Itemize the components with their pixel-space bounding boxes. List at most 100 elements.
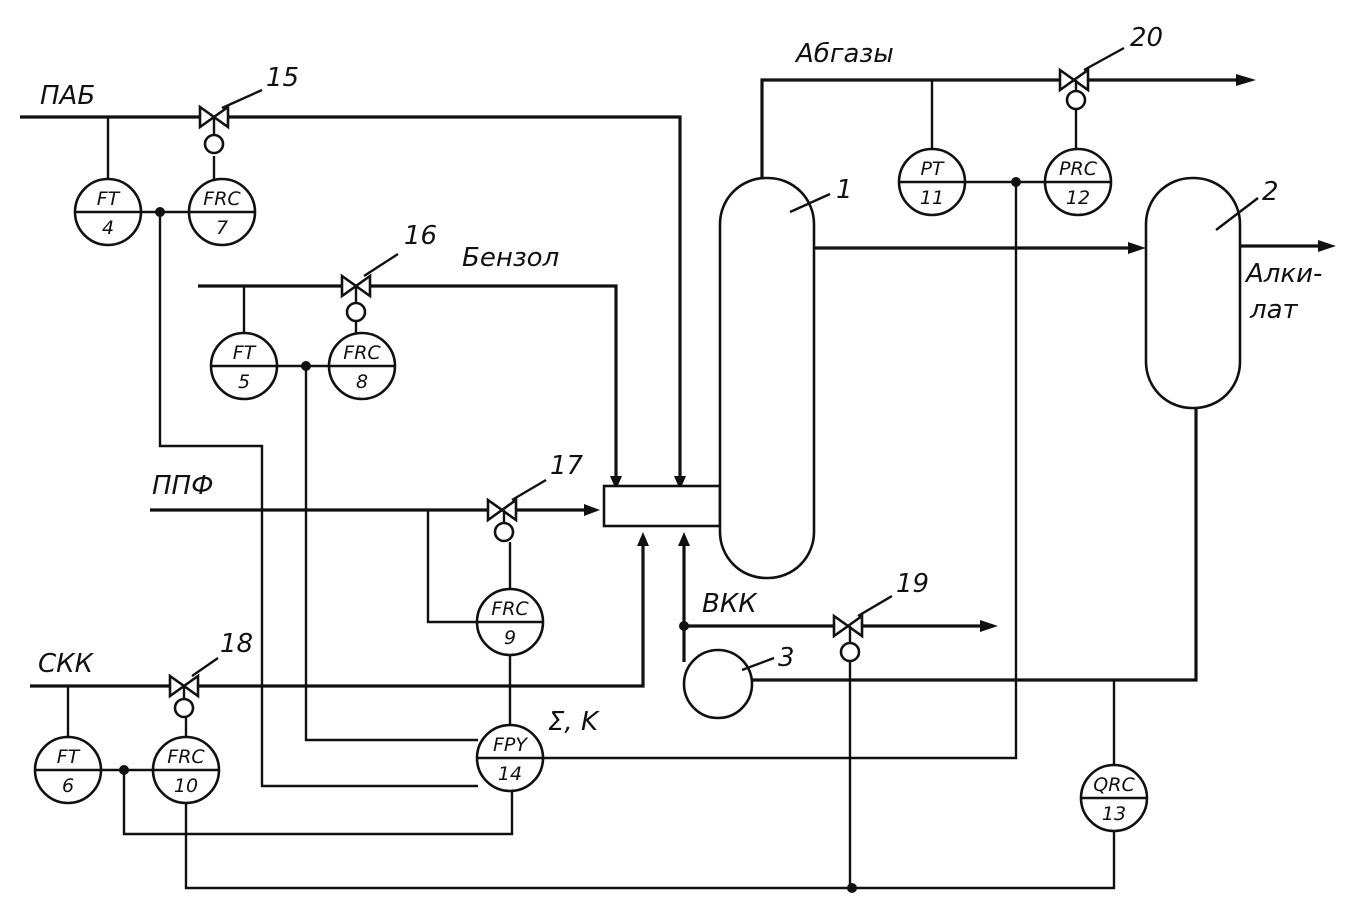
instrument-tag: FT xyxy=(233,342,257,364)
valves xyxy=(168,46,1125,719)
instruments: FT 4 FRC 7 FT 5 FRC 8 FRC 9 xyxy=(33,147,1149,833)
stream-label-ppf: ППФ xyxy=(152,471,213,501)
instrument-number: 14 xyxy=(498,763,522,785)
instrument-number: 6 xyxy=(62,775,74,797)
instrument-number: 9 xyxy=(504,627,516,649)
instrument-frc-10: FRC 10 xyxy=(151,735,221,805)
signal-line xyxy=(122,770,514,836)
valve-actuator xyxy=(345,301,367,323)
benzol-line xyxy=(198,284,618,482)
leader-line xyxy=(1215,197,1259,231)
equipment xyxy=(602,176,1259,720)
instrument-tag: PRC xyxy=(1059,158,1098,180)
control-valve-20 xyxy=(1058,46,1125,111)
control-valve-15 xyxy=(198,88,263,155)
signal-line xyxy=(158,212,478,788)
settler-return-line xyxy=(725,406,1198,682)
valve-actuator xyxy=(493,521,515,543)
junction-dot xyxy=(1011,177,1021,187)
mixer xyxy=(602,484,722,528)
valve-number-19: 19 xyxy=(896,569,929,599)
stream-label-alkilat-1: Алки- xyxy=(1244,259,1322,289)
instrument-number: 4 xyxy=(102,217,114,239)
instrument-tag: FPY xyxy=(493,734,528,756)
valve-body xyxy=(211,104,230,130)
instrument-number: 10 xyxy=(174,775,198,797)
equipment-number-reactor: 1 xyxy=(836,175,853,205)
instrument-frc-9: FRC 9 xyxy=(475,587,545,657)
instrument-number: 12 xyxy=(1066,187,1090,209)
arrow-benzol-down xyxy=(610,476,622,490)
valve-number-17: 17 xyxy=(550,451,584,481)
arrow-pab-down xyxy=(674,476,686,490)
instrument-prc-12: PRC 12 xyxy=(1043,147,1113,217)
valve-actuator xyxy=(173,697,195,719)
valve-actuator xyxy=(1065,89,1087,111)
valve-body xyxy=(181,673,200,699)
instrument-tag: FT xyxy=(57,746,81,768)
instrument-frc-8: FRC 8 xyxy=(327,331,397,401)
instrument-tag: QRC xyxy=(1093,774,1135,796)
instrument-number: 5 xyxy=(238,371,250,393)
control-valve-18 xyxy=(168,657,219,719)
valve-body xyxy=(832,613,851,639)
valve-number-20: 20 xyxy=(1130,23,1163,53)
arrow-settler-in xyxy=(1128,242,1146,254)
junction-dot xyxy=(847,883,857,893)
arrow-vkk-right xyxy=(980,620,998,632)
instrument-ft-4: FT 4 xyxy=(73,177,143,247)
equipment-number-pump: 3 xyxy=(778,643,795,673)
instrument-number: 11 xyxy=(920,187,944,209)
skk-line xyxy=(30,538,645,688)
signal-line xyxy=(544,182,1018,760)
computation-label: Σ, K xyxy=(548,707,600,737)
control-valve-16 xyxy=(340,252,399,323)
abgazy-line xyxy=(760,78,1240,180)
stream-label-skk: СКК xyxy=(38,649,95,679)
instrument-tag: FRC xyxy=(167,746,205,768)
stream-label-alkilat-2: лат xyxy=(1249,295,1299,325)
valve-body xyxy=(845,613,864,639)
leader-line xyxy=(221,88,263,110)
stream-label-benzol: Бензол xyxy=(462,243,559,273)
instrument-qrc-13: QRC 13 xyxy=(1079,763,1149,833)
instrument-number: 7 xyxy=(216,217,228,239)
leader-line xyxy=(857,594,893,618)
valve-body xyxy=(486,497,505,523)
signal-line xyxy=(426,510,478,624)
junction-dot xyxy=(679,621,689,631)
instrument-fpy-14: FPY 14 xyxy=(475,723,545,793)
stream-label-vkk: ВКК xyxy=(702,589,758,619)
instrument-number: 8 xyxy=(356,371,368,393)
stream-label-abgazy: Абгазы xyxy=(794,39,894,69)
leader-line xyxy=(1083,46,1125,72)
leader-line xyxy=(363,252,399,278)
junction-dot xyxy=(301,361,311,371)
instrument-tag: FT xyxy=(97,188,121,210)
valve-body xyxy=(168,673,187,699)
leader-line xyxy=(789,192,831,214)
control-valve-17 xyxy=(486,478,547,543)
labels: ПАБ Бензол ППФ СКК ВКК Абгазы Алки- лат … xyxy=(38,23,1322,737)
leader-line xyxy=(191,657,219,677)
arrow-skk-up xyxy=(637,532,649,546)
equipment-number-settler: 2 xyxy=(1262,177,1279,207)
arrow-abgazy-right xyxy=(1236,74,1256,86)
valve-actuator xyxy=(203,133,225,155)
pab-line xyxy=(20,115,682,482)
instrument-tag: FRC xyxy=(203,188,241,210)
arrow-recycle-up xyxy=(678,532,690,546)
valve-body xyxy=(1071,67,1090,93)
reactor-vessel xyxy=(718,176,816,580)
settler-vessel xyxy=(1144,176,1242,410)
leader-line xyxy=(741,656,775,672)
valve-body xyxy=(198,104,217,130)
arrow-alkilat-right xyxy=(1318,240,1336,252)
valve-actuator xyxy=(839,641,861,663)
process-lines xyxy=(20,78,1320,688)
pump xyxy=(682,648,754,720)
instrument-tag: FRC xyxy=(343,342,381,364)
signal-line xyxy=(304,366,478,742)
junction-dots xyxy=(119,177,1021,893)
